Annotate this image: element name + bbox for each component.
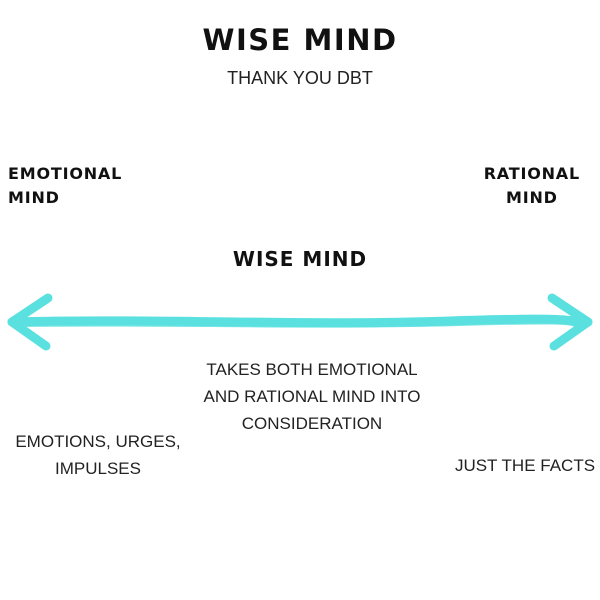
wise-mind-label: WISE MIND bbox=[232, 247, 368, 271]
diagram-subtitle: THANK YOU DBT bbox=[227, 68, 373, 88]
rational-mind-label: RATIONAL MIND bbox=[483, 164, 580, 207]
arrow-shaft bbox=[7, 314, 593, 328]
emotional-mind-label: EMOTIONAL MIND bbox=[8, 164, 123, 207]
emotional-mind-description: EMOTIONS, URGES, IMPULSES bbox=[15, 432, 181, 478]
left-arrowhead bbox=[7, 293, 53, 351]
diagram-title: WISE MIND bbox=[202, 23, 398, 57]
rational-mind-description: JUST THE FACTS bbox=[454, 456, 596, 475]
right-arrowhead bbox=[547, 293, 593, 351]
arrow-shaft-texture bbox=[18, 320, 584, 328]
wise-mind-description: TAKES BOTH EMOTIONAL AND RATIONAL MIND I… bbox=[203, 360, 421, 433]
double-headed-arrow bbox=[7, 293, 593, 351]
